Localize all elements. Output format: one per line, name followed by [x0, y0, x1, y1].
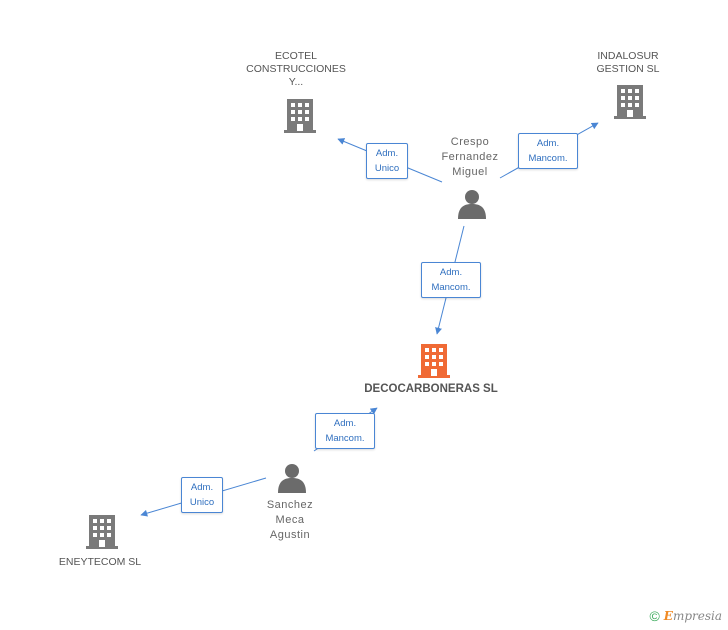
edge-label-sanchez-eneytecom: Adm. Unico [181, 477, 223, 513]
company-building-icon[interactable] [284, 99, 316, 133]
person-icon[interactable] [278, 464, 306, 493]
edge-label-crespo-deco: Adm. Mancom. [421, 262, 481, 298]
company-building-icon[interactable] [614, 85, 646, 119]
node-label-eneytecom[interactable]: ENEYTECOM SL [58, 556, 142, 568]
copyright-icon: © [649, 608, 660, 624]
brand-logo: Empresia [663, 609, 722, 623]
node-label-indalosur[interactable]: INDALOSUR GESTION SL [596, 50, 660, 75]
node-label-crespo[interactable]: Crespo Fernandez Miguel [441, 136, 499, 178]
edge-label-crespo-indalosur: Adm. Mancom. [518, 133, 578, 169]
company-building-icon[interactable] [86, 515, 118, 549]
node-label-decocarboneras[interactable]: DECOCARBONERAS SL [364, 383, 498, 395]
brand-footer: © Empresia [649, 608, 722, 624]
person-icon[interactable] [458, 190, 486, 219]
edge-label-sanchez-deco: Adm. Mancom. [315, 413, 375, 449]
company-building-icon-main[interactable] [418, 344, 450, 378]
node-label-sanchez[interactable]: Sanchez Meca Agustin [266, 499, 314, 541]
node-label-ecotel[interactable]: ECOTEL CONSTRUCCIONES Y... [246, 50, 346, 88]
edge-label-crespo-ecotel: Adm. Unico [366, 143, 408, 179]
